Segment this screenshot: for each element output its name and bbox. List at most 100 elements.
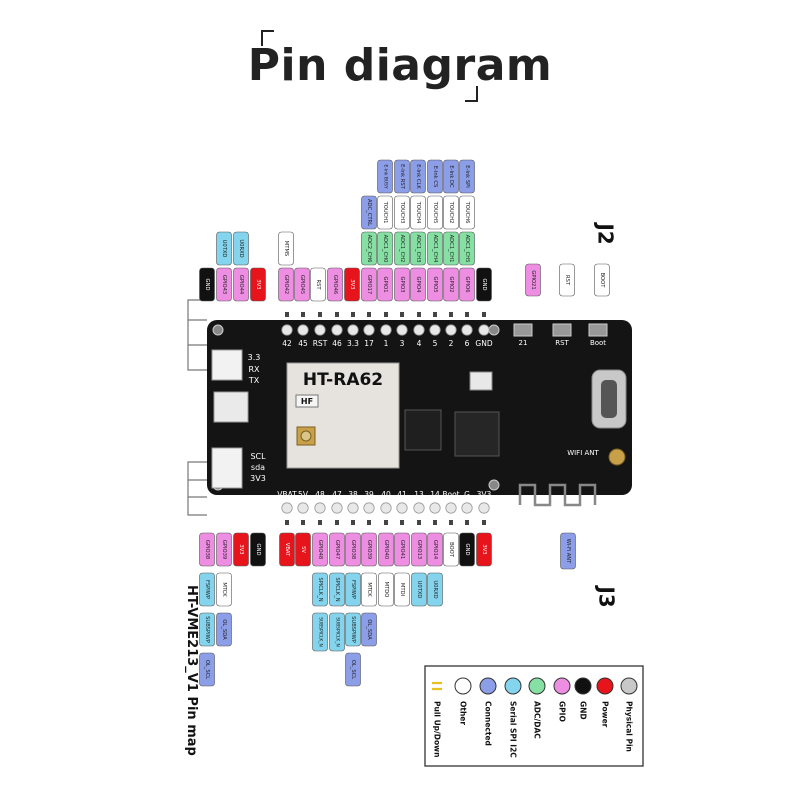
bottom-col-10-pin-0-label: GPIO40 <box>383 540 389 559</box>
top-col-15-pin-1-label: ADC1_CH5 <box>464 235 470 263</box>
bottom-col-11-pin-0-box <box>394 532 410 567</box>
top-col-14-pin-2-box <box>443 195 459 230</box>
top-peg-9 <box>433 312 437 317</box>
bottom-peg-8 <box>417 520 421 525</box>
top-pad-label-5: 17 <box>364 339 374 348</box>
bottom-pad-label-0: VBAT <box>277 490 297 499</box>
top-col-4-pin-1-label: MTMS <box>283 241 289 256</box>
bottom-col-7-pin-1-label: SPICLK_N <box>334 577 340 601</box>
top-col-14-pin-0-box <box>443 267 459 302</box>
board-title: HT-VME213_V1 Pin map <box>184 585 199 756</box>
top-col-2-pin-0-label: GPIO44 <box>238 275 244 295</box>
bottom-col-9-pin-0-box <box>361 532 377 567</box>
bottom-peg-12 <box>482 520 486 525</box>
top-pad-2 <box>314 324 326 336</box>
left-connector-label-4: sda <box>251 463 265 472</box>
right-pin-0-label: GPIO21 <box>530 270 536 289</box>
mount-hole-1 <box>488 324 500 336</box>
legend-swatch-1 <box>454 677 472 695</box>
left-connector-i2c <box>211 447 243 489</box>
top-col-5-pin-0-label: GPIO45 <box>299 275 305 294</box>
bottom-col-12-pin-1-label: U0TXD <box>416 581 422 599</box>
bottom-col-4-pin-0-label: VBAT <box>284 543 290 557</box>
top-col-14-pin-3-box <box>443 159 459 194</box>
legend-swatch-7 <box>596 677 614 695</box>
bottom-peg-3 <box>335 520 339 525</box>
top-col-13-pin-3-label: E-Ink CS <box>432 166 438 188</box>
top-col-8-pin-0-label: 3V3 <box>349 279 355 289</box>
mount-hole-0 <box>212 324 224 336</box>
top-col-2-pin-1-box <box>233 231 249 266</box>
top-pad-7 <box>396 324 408 336</box>
bottom-col-9-pin-2-label: OL_SDA <box>366 619 372 640</box>
top-col-5-pin-0-box <box>294 267 310 302</box>
top-col-9-pin-2-label: ADC_CTRL <box>366 199 372 226</box>
top-pad-10 <box>445 324 457 336</box>
bottom-col-0-pin-0-box <box>199 532 215 567</box>
bottom-col-2-pin-0-label: 3V3 <box>238 544 244 554</box>
top-col-12-pin-0-box <box>410 267 426 302</box>
top-pad-label-7: 3 <box>400 339 405 348</box>
bottom-col-8-pin-0-label: GPIO38 <box>350 540 356 559</box>
bottom-col-10-pin-1-label: MTDO <box>383 582 389 598</box>
top-col-15-pin-2-box <box>459 195 475 230</box>
top-col-10-pin-3-box <box>377 159 393 194</box>
bottom-col-5-pin-0-label: 5V <box>300 546 306 553</box>
bottom-col-6-pin-2-box <box>312 612 328 652</box>
legend-label-0: Pull Up/Down <box>433 701 442 757</box>
page-title: Pin diagram <box>247 40 553 91</box>
top-col-11-pin-2-box <box>394 195 410 230</box>
bottom-col-10-pin-0-box <box>378 532 394 567</box>
top-col-11-pin-2-label: TOUCH3 <box>399 201 405 224</box>
top-pad-0 <box>281 324 293 336</box>
right-pin-2-box <box>594 263 610 297</box>
bottom-col-0-pin-3-label: OL_SCL <box>204 660 210 679</box>
top-pad-label-1: 45 <box>298 339 308 348</box>
top-col-12-pin-2-label: TOUCH4 <box>415 201 421 225</box>
bottom-pad-7 <box>396 502 408 514</box>
bottom-col-12-pin-0-label: GPIO13 <box>416 540 422 559</box>
legend-swatch-8 <box>620 677 638 695</box>
left-connector-label-1: RX <box>248 365 260 374</box>
bottom-peg-0 <box>285 520 289 525</box>
bottom-pad-label-9: 14 <box>430 490 440 499</box>
top-col-0-pin-0-label: GND <box>204 279 210 291</box>
bottom-col-6-pin-0-box <box>312 532 328 567</box>
bottom-peg-5 <box>367 520 371 525</box>
bottom-pad-5 <box>363 502 375 514</box>
wifi-ufl <box>608 448 626 466</box>
bottom-col-11-pin-0-label: GPIO41 <box>399 540 405 559</box>
top-col-13-pin-1-box <box>427 231 443 266</box>
legend-label-8: Physical Pin <box>625 701 634 752</box>
bottom-col-13-pin-1-label: U0RXD <box>432 580 438 598</box>
hf-badge <box>295 394 319 408</box>
right-pin-1-label: RST <box>564 275 570 286</box>
bottom-col-1-pin-2-box <box>216 612 232 647</box>
bottom-col-6-pin-2-label: SUBSPICLK_N <box>318 617 324 647</box>
top-pad-label-9: 5 <box>433 339 438 348</box>
ufl-center <box>300 430 312 442</box>
bottom-col-8-pin-3-label: OL_SCL <box>350 660 356 679</box>
flash-chip <box>404 409 442 451</box>
left-connector-label-3: SCL <box>250 452 266 461</box>
legend-swatch-6 <box>574 677 592 695</box>
bottom-col-6-pin-1-box <box>312 572 328 607</box>
top-col-9-pin-0-box <box>361 267 377 302</box>
left-connector-mid <box>213 391 249 423</box>
bottom-col-3-pin-0-label: GND <box>255 544 261 556</box>
top-col-9-pin-1-box <box>361 231 377 266</box>
top-col-10-pin-0-box <box>377 267 393 302</box>
j3-label: J3 <box>594 586 619 608</box>
bottom-pad-label-1: 5V <box>298 490 309 499</box>
top-col-10-pin-1-label: ADC1_CH0 <box>382 235 388 263</box>
top-col-15-pin-0-box <box>459 267 475 302</box>
bottom-col-7-pin-1-box <box>329 572 345 607</box>
wifi-ant-pin-label: Wi-Fi ANT <box>565 539 571 564</box>
top-col-11-pin-3-label: E-Ink RST <box>399 164 405 190</box>
top-pad-label-12: GND <box>475 339 492 348</box>
bottom-col-8-pin-2-box <box>345 612 361 647</box>
top-col-12-pin-1-box <box>410 231 426 266</box>
ra62-module <box>286 362 400 469</box>
